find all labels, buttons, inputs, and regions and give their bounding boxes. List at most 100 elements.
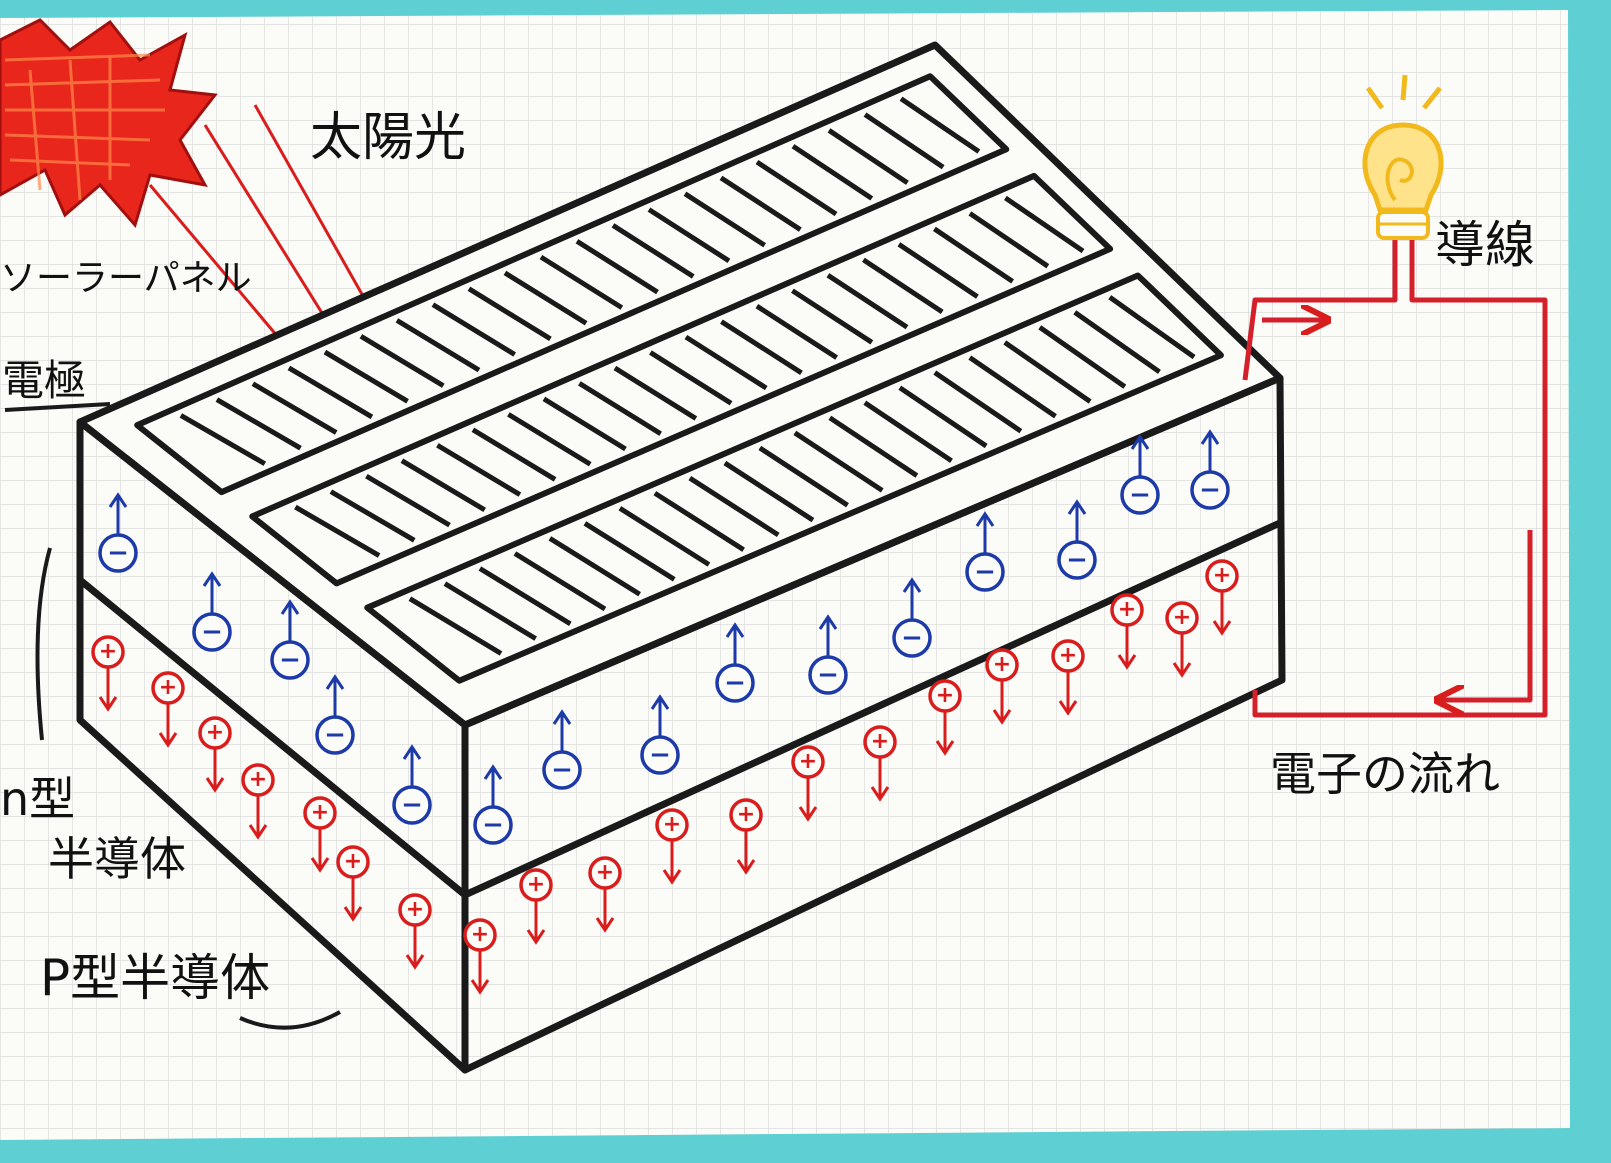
hole: +	[588, 856, 622, 933]
solar-panel-block	[76, 41, 1286, 1074]
electron: −	[1057, 499, 1097, 580]
electrode-finger	[899, 96, 981, 154]
label-sunlight: 太陽光	[310, 108, 466, 168]
label-n-type: n型	[0, 772, 75, 826]
hole-arrow	[662, 840, 682, 885]
electron-sign: −	[1066, 545, 1088, 575]
hole-sign: +	[871, 729, 889, 754]
electrode-finger	[400, 458, 486, 513]
label-n-type-semiconductor: 半導体	[48, 832, 186, 886]
electrode-finger	[611, 223, 695, 279]
label-p-type-semiconductor: P型半導体	[40, 949, 270, 1007]
electron-arrow	[402, 744, 422, 787]
electrode-finger	[329, 489, 416, 543]
electron-sign: −	[724, 668, 746, 698]
hole-arrow	[158, 703, 178, 748]
electron-arrow	[1130, 434, 1150, 477]
hole-sign: +	[527, 872, 545, 897]
label-electron-flow: 電子の流れ	[1270, 747, 1500, 801]
hole-sign: +	[344, 849, 362, 874]
electrode-finger	[478, 566, 572, 626]
hole-arrow	[405, 925, 425, 970]
electrode-finger	[436, 443, 522, 497]
electron-sign: −	[817, 660, 839, 690]
electrode-finger	[583, 521, 676, 582]
electrode-finger	[1108, 295, 1196, 360]
hole-sign: +	[99, 639, 117, 664]
electrode-band	[134, 73, 1010, 496]
electron-sign: −	[107, 538, 129, 568]
electron-sign: −	[201, 617, 223, 647]
hole: +	[791, 745, 825, 822]
electron-sign: −	[482, 810, 504, 840]
electrode-finger	[539, 254, 624, 310]
hole: +	[1205, 559, 1239, 636]
front-face	[461, 374, 1286, 1074]
hole: +	[863, 725, 897, 802]
hole-sign: +	[1213, 563, 1231, 588]
electron-sign: −	[1199, 475, 1221, 505]
electron-sign: −	[551, 755, 573, 785]
electrode-band	[364, 272, 1224, 684]
electron-arrow	[1200, 429, 1220, 472]
n-type-bracket	[35, 547, 52, 741]
electrode-finger	[578, 381, 662, 436]
electron-arrow	[1067, 499, 1087, 542]
electrode-finger	[862, 257, 944, 315]
electrode-finger	[251, 381, 338, 435]
electron: −	[892, 577, 932, 658]
hole: +	[151, 671, 185, 748]
electrode-finger	[791, 288, 874, 345]
hole-arrow	[870, 757, 890, 802]
hole-arrow	[992, 680, 1012, 725]
hole-arrow	[98, 667, 118, 712]
hole-arrow	[310, 828, 330, 873]
hole-arrow	[736, 830, 756, 875]
electrode-finger	[649, 350, 733, 406]
electrode-finger	[968, 355, 1057, 419]
electrode-finger	[755, 304, 838, 360]
electrode-finger	[215, 397, 302, 451]
electron: −	[808, 614, 848, 695]
label-wire: 導線	[1435, 216, 1535, 274]
electrode-pointer	[4, 402, 111, 412]
electrode-finger	[513, 551, 607, 612]
hole-arrow	[1117, 625, 1137, 670]
electrode-finger	[1003, 195, 1085, 254]
electrode-finger	[719, 175, 802, 232]
electron: −	[392, 744, 432, 825]
hole-arrow	[526, 900, 546, 945]
electron-arrow	[280, 599, 300, 642]
hole-sign: +	[799, 749, 817, 774]
electrode-finger	[933, 226, 1015, 284]
electrode-band-outline	[364, 272, 1224, 684]
hole-arrow	[248, 795, 268, 840]
hole: +	[241, 763, 275, 840]
hole: +	[91, 635, 125, 712]
hole-sign: +	[663, 812, 681, 837]
electrode-finger	[613, 365, 698, 421]
hole: +	[1165, 601, 1199, 678]
electrode-finger	[758, 445, 849, 508]
hole-sign: +	[1059, 643, 1077, 668]
hole-sign: +	[936, 683, 954, 708]
electron-sign: −	[649, 740, 671, 770]
electrode-finger	[287, 365, 374, 420]
electrode-finger	[471, 427, 557, 482]
hole-sign: +	[737, 802, 755, 827]
electrode-finger	[720, 319, 803, 375]
electron: −	[270, 599, 310, 680]
hole-arrow	[595, 888, 615, 933]
electrode-finger	[826, 273, 909, 330]
electron-arrow	[108, 492, 128, 535]
electrode-finger	[365, 473, 451, 528]
electrode-finger	[548, 536, 641, 597]
electrode-finger	[467, 286, 552, 342]
electrode-finger	[542, 396, 627, 452]
electrode-finger	[653, 491, 745, 552]
hole: +	[519, 868, 553, 945]
hole-sign: +	[249, 767, 267, 792]
electrode-finger	[507, 412, 592, 467]
hole: +	[655, 808, 689, 885]
electrode-finger	[1073, 310, 1161, 374]
